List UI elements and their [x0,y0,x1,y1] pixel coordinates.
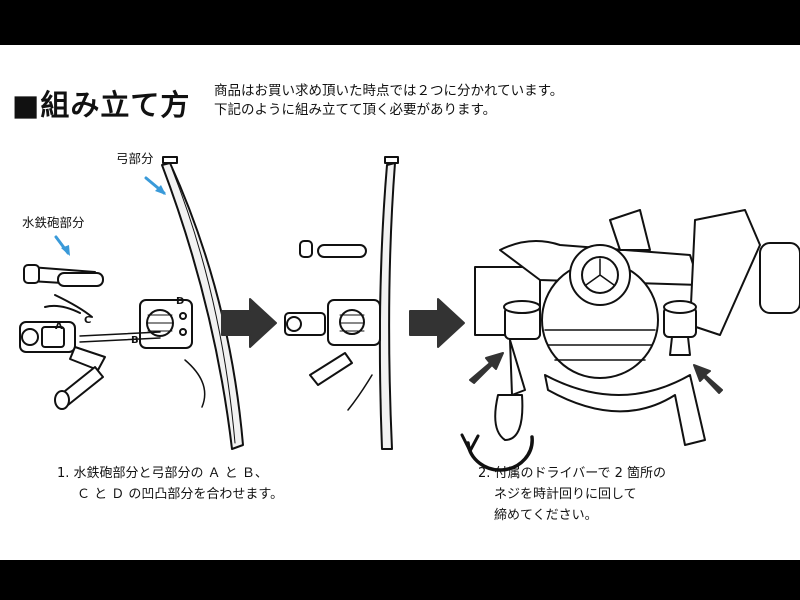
step-2-line: 2. 付属のドライバーで 2 箇所の [478,466,667,481]
step-1-line: 1. 水鉄砲部分と弓部分の Ａ と Ｂ、 [57,466,268,481]
point-a-label: A [55,321,63,332]
closeup-illustration [474,209,800,446]
step-1-line: Ｃ と Ｄ の凹凸部分を合わせます。 [77,487,284,502]
next-step-arrow [409,298,465,348]
screw-pointer-arrow [693,364,723,394]
rotate-clockwise-icon [466,435,534,472]
screw-pointer-arrow [469,352,504,384]
bow-part-illustration [139,156,244,450]
step-2-line: 締めてください。 [494,508,598,523]
step-2-line: ネジを時計回りに回して [494,487,637,502]
assembled-illustration [284,156,399,450]
bow-part-label: 弓部分 [116,151,154,166]
intro-text: 商品はお買い求め頂いた時点では２つに分かれています。 下記のように組み立てて頂く… [214,82,563,120]
instruction-sheet: ■組み立て方 商品はお買い求め頂いた時点では２つに分かれています。 下記のように… [0,45,800,560]
water-gun-part-label: 水鉄砲部分 [22,215,85,230]
intro-line: 下記のように組み立てて頂く必要があります。 [214,102,497,118]
step-2-text: 2. 付属のドライバーで 2 箇所の ネジを時計回りに回して 締めてください。 [478,463,666,526]
page-title: ■組み立て方 [12,88,191,122]
next-step-arrow [221,298,277,348]
point-c-label: C [84,315,92,326]
assembly-diagram [19,156,800,472]
intro-line: 商品はお買い求め頂いた時点では２つに分かれています。 [214,83,564,99]
step-1-text: 1. 水鉄砲部分と弓部分の Ａ と Ｂ、 Ｃ と Ｄ の凹凸部分を合わせます。 [57,463,283,505]
point-b-label: B [131,335,139,346]
water-gun-part-illustration [19,264,161,410]
point-d-label: D [176,296,185,307]
